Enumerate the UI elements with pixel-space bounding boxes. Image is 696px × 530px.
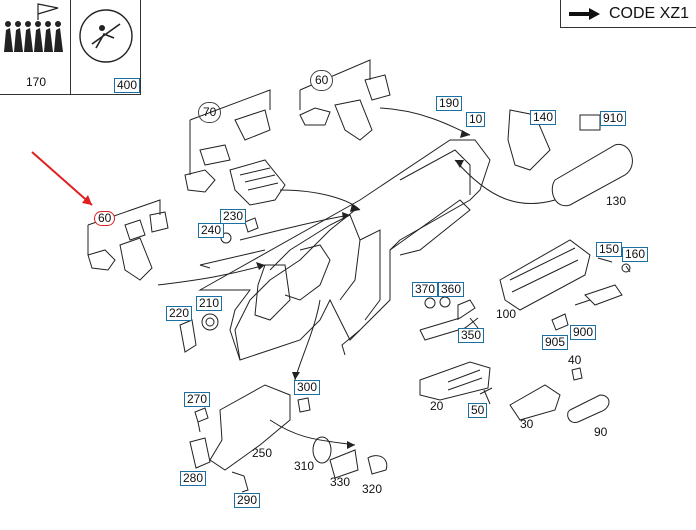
- callout-300[interactable]: 300: [294, 380, 321, 395]
- vent-60-left: [87, 249, 116, 271]
- thumbnail-panel: 170 400: [0, 0, 141, 95]
- callout-40: 40: [568, 353, 582, 367]
- callout-140[interactable]: 140: [530, 110, 557, 125]
- callout-320: 320: [362, 482, 383, 496]
- thumb-label-400[interactable]: 400: [114, 78, 141, 93]
- callout-60-top[interactable]: 60: [310, 70, 334, 91]
- callout-210[interactable]: 210: [196, 296, 223, 311]
- callout-330: 330: [330, 475, 351, 489]
- callout-905[interactable]: 905: [542, 335, 569, 350]
- callout-190[interactable]: 190: [436, 96, 463, 111]
- callout-910[interactable]: 910: [600, 111, 627, 126]
- callout-250: 250: [252, 446, 273, 460]
- panel-250: [209, 384, 291, 471]
- callout-280[interactable]: 280: [180, 471, 207, 486]
- callout-900[interactable]: 900: [570, 325, 597, 340]
- highlight-arrow: [31, 151, 93, 206]
- part-350: [419, 299, 476, 331]
- callout-10[interactable]: 10: [466, 112, 486, 127]
- callout-60-left-highlighted[interactable]: 60: [94, 211, 116, 226]
- callout-360[interactable]: 360: [438, 282, 465, 297]
- airbag-warning-icon: [79, 9, 133, 63]
- vent-70: [184, 169, 216, 193]
- thumb-label-170: 170: [26, 75, 47, 89]
- callout-100: 100: [496, 307, 517, 321]
- callout-230[interactable]: 230: [220, 209, 247, 224]
- callout-220[interactable]: 220: [166, 306, 193, 321]
- vent-60-top: [299, 107, 331, 126]
- callout-160[interactable]: 160: [622, 247, 649, 262]
- trim-90: [567, 394, 610, 423]
- callout-30: 30: [520, 417, 534, 431]
- callout-50[interactable]: 50: [468, 403, 488, 418]
- callout-290[interactable]: 290: [234, 493, 261, 508]
- callout-90: 90: [594, 425, 608, 439]
- callout-70: 70: [198, 102, 222, 123]
- code-box: CODE XZ1: [560, 0, 696, 28]
- callout-240[interactable]: 240: [198, 223, 225, 238]
- glovebox-100: [499, 239, 591, 311]
- switch-20: [419, 361, 491, 401]
- dashboard-outline: [198, 139, 491, 361]
- callout-20: 20: [430, 399, 444, 413]
- callout-150[interactable]: 150: [596, 242, 623, 257]
- callout-350[interactable]: 350: [458, 328, 485, 343]
- bracket-220: [179, 319, 197, 353]
- bracket-330: [329, 449, 359, 479]
- people-icon: [4, 3, 63, 52]
- callout-130: 130: [606, 194, 627, 208]
- callout-310: 310: [294, 459, 315, 473]
- callout-370[interactable]: 370: [412, 282, 439, 297]
- arrow-right-icon: [569, 7, 600, 20]
- part-30: [509, 384, 561, 421]
- lid-130: [551, 143, 633, 207]
- callout-270[interactable]: 270: [184, 392, 211, 407]
- code-label: CODE XZ1: [609, 4, 690, 22]
